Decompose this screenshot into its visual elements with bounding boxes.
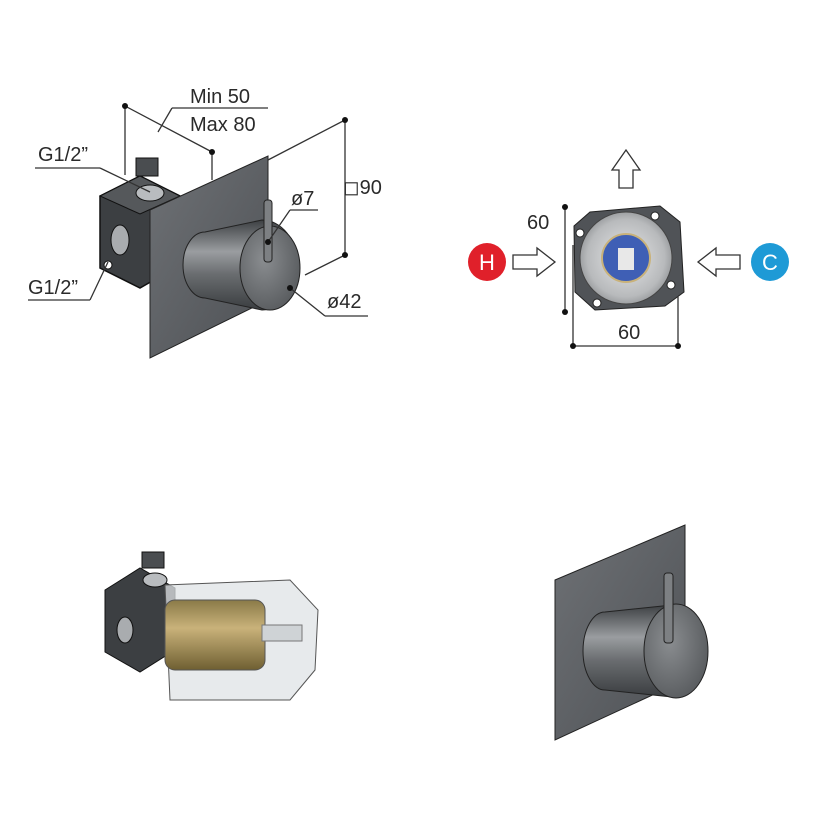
cold-badge xyxy=(751,243,789,281)
top-view-drawing: 60 60 H C xyxy=(468,148,789,349)
concealed-body-render xyxy=(104,551,319,701)
cold-inlet-arrow-icon xyxy=(696,246,741,278)
inlet-side-label: G1/2” xyxy=(28,277,78,299)
finished-trim-render xyxy=(554,524,709,741)
lever-diameter-label: ø7 xyxy=(291,188,314,210)
height-label: 60 xyxy=(527,212,549,234)
top-dimension-lines xyxy=(562,204,681,349)
width-label: 60 xyxy=(618,322,640,344)
valve-top-body xyxy=(573,205,685,311)
hot-inlet-arrow-icon xyxy=(512,246,557,278)
depth-min-label: Min 50 xyxy=(190,86,250,108)
plate-size-label: ◻90 xyxy=(343,177,382,199)
dimension-lines xyxy=(28,103,368,317)
cold-label: C xyxy=(762,250,778,275)
depth-max-label: Max 80 xyxy=(190,114,256,136)
side-view-drawing: Min 50 Max 80 G1/2” G1/2” ø7 ◻90 ø42 xyxy=(28,86,382,359)
hot-label: H xyxy=(479,250,495,275)
hot-badge xyxy=(468,243,506,281)
outlet-arrow-icon xyxy=(610,148,642,189)
handle-diameter-label: ø42 xyxy=(327,291,361,313)
inlet-top-label: G1/2” xyxy=(38,144,88,166)
